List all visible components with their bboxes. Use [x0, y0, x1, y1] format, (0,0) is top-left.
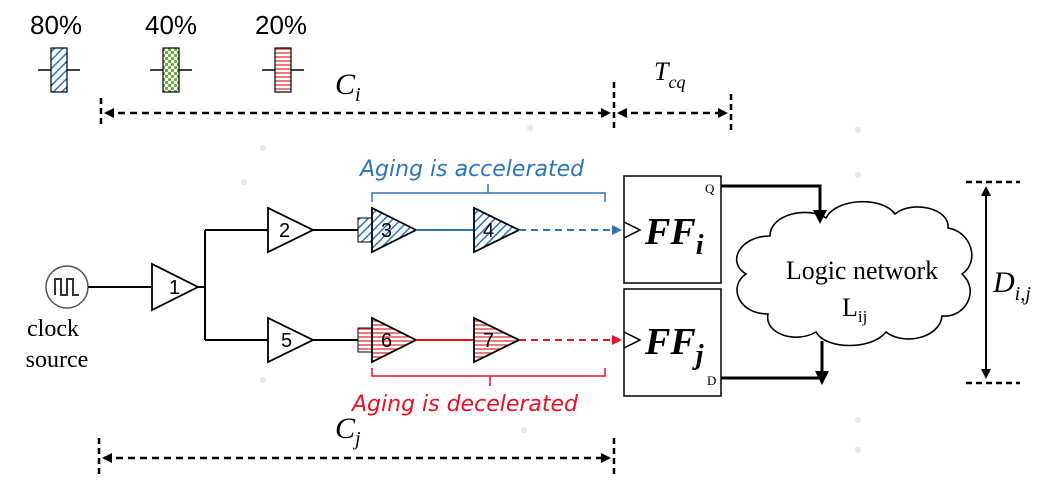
legend-label: 20%: [255, 10, 307, 40]
d-pin-label: D: [707, 373, 716, 388]
ff-logic-wires: [721, 184, 829, 385]
clock-tree-wires: [88, 229, 362, 341]
logic-network-cloud: Logic network Lij: [735, 200, 973, 347]
flip-flop-i: Q FFi: [623, 175, 722, 284]
buffer-7: [473, 316, 522, 364]
buffer-3: [371, 206, 419, 254]
dij-label: Di,j: [992, 266, 1031, 305]
buffer-6-label: 6: [381, 330, 392, 352]
ci-dimension: Ci: [99, 68, 616, 130]
clock-label-line1: clock: [27, 316, 79, 342]
svg-text:5: 5: [281, 330, 292, 352]
q-pin-label: Q: [705, 181, 715, 196]
upper-path: 3 4 Aging is accelerated: [357, 157, 622, 254]
buffer-2: 2: [267, 206, 316, 254]
buffer-7-label: 7: [483, 330, 494, 352]
legend-label: 80%: [30, 10, 82, 40]
legend: 80% 40% 20%: [30, 10, 307, 93]
clock-source: clock source: [26, 265, 89, 373]
legend-swatch-checker: [162, 47, 180, 93]
buffer-3-label: 3: [381, 220, 392, 242]
legend-item-20: 20%: [255, 10, 307, 93]
ff-j-label: FFj: [644, 321, 704, 371]
dij-dimension: Di,j: [966, 180, 1031, 385]
flip-flop-j: FFj D: [623, 288, 722, 397]
lower-path: 6 7 Aging is decelerated: [350, 316, 622, 417]
legend-swatch-horizontal: [274, 47, 292, 93]
aging-decelerated-label: Aging is decelerated: [350, 392, 579, 417]
buffer-4: [473, 206, 522, 254]
clock-input-icon: [623, 221, 642, 239]
aging-accelerated-label: Aging is accelerated: [358, 157, 585, 182]
legend-item-40: 40%: [145, 10, 197, 93]
background-watermark: [241, 125, 861, 453]
buffer-5: 5: [267, 316, 316, 364]
cj-label: Cj: [335, 412, 361, 450]
clock-input-icon: [623, 331, 642, 349]
logic-network-label: Logic network: [786, 256, 938, 285]
buffer-1: 1: [151, 262, 201, 312]
legend-swatch-diagonal: [50, 47, 68, 93]
tcq-dimension: Tcq: [617, 57, 733, 130]
cj-dimension: Cj: [97, 412, 616, 474]
legend-item-80: 80%: [30, 10, 82, 93]
ff-i-label: FFi: [644, 211, 704, 261]
buffer-4-label: 4: [483, 220, 494, 242]
svg-text:1: 1: [169, 277, 180, 299]
svg-text:2: 2: [279, 220, 290, 242]
legend-label: 40%: [145, 10, 197, 40]
ci-label: Ci: [335, 68, 361, 106]
buffer-6: [371, 316, 419, 364]
logic-network-sublabel: Lij: [842, 293, 867, 326]
tcq-label: Tcq: [654, 57, 685, 92]
clock-label-line2: source: [26, 347, 89, 373]
